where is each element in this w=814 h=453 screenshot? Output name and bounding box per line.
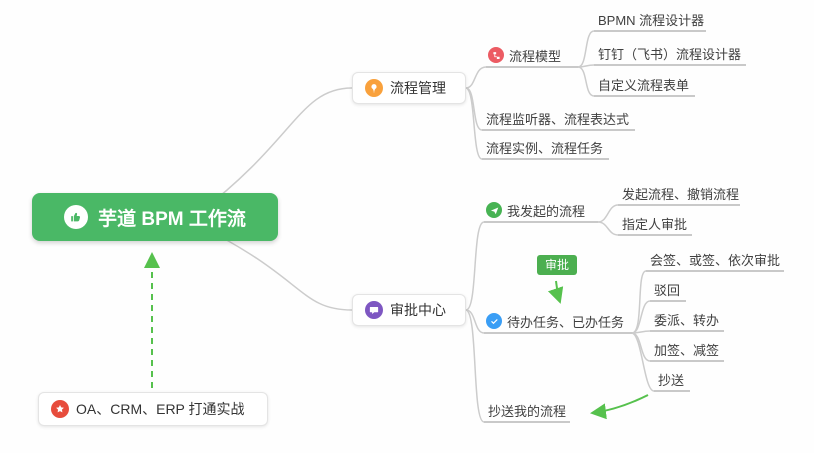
node-bpmn-designer[interactable]: BPMN 流程设计器 [598,9,704,29]
node-instance-task[interactable]: 流程实例、流程任务 [486,137,603,157]
node-label: 钉钉（飞书）流程设计器 [598,46,742,62]
node-assignee-approval[interactable]: 指定人审批 [622,213,687,233]
node-label: 我发起的流程 [507,203,586,219]
node-label: 指定人审批 [622,216,688,232]
node-initiate-revoke[interactable]: 发起流程、撤销流程 [622,183,739,203]
node-listener-expression[interactable]: 流程监听器、流程表达式 [486,108,629,128]
root-label: 芋道 BPM 工作流 [98,208,246,230]
node-label: 待办任务、已办任务 [507,314,625,330]
node-cc[interactable]: 抄送 [658,369,684,389]
approve-badge[interactable]: 审批 [537,255,578,275]
approve-flow-arrow [547,280,564,304]
node-label: 委派、转办 [654,312,720,328]
node-add-remove-sign[interactable]: 加签、减签 [654,339,719,359]
paper-plane-icon [486,202,502,218]
node-reject[interactable]: 驳回 [654,279,680,299]
branch-process-management[interactable]: 流程管理 [352,72,466,104]
flow-model-icon [488,47,504,63]
node-label: 流程实例、流程任务 [486,140,604,156]
node-my-initiated-flow[interactable]: 我发起的流程 [486,200,585,220]
badge-label: 审批 [545,258,570,272]
cc-flow-arrow [590,394,649,420]
node-label: 自定义流程表单 [598,77,690,93]
check-icon [486,313,502,329]
node-label: 抄送我的流程 [488,403,567,419]
node-cc-my-flow[interactable]: 抄送我的流程 [488,400,566,420]
branch-connectors [199,30,655,423]
lightbulb-icon [365,79,383,97]
node-label: 驳回 [654,282,681,298]
node-label: 发起流程、撤销流程 [622,186,740,202]
node-label: 抄送 [658,372,685,388]
node-countersign[interactable]: 会签、或签、依次审批 [650,249,780,269]
node-delegate-transfer[interactable]: 委派、转办 [654,309,719,329]
chat-bubble-icon [365,301,383,319]
footnote-label: OA、CRM、ERP 打通实战 [76,401,245,417]
thumbs-up-icon [64,205,89,229]
root-node[interactable]: 芋道 BPM 工作流 [32,193,278,241]
node-label: 流程监听器、流程表达式 [486,111,630,127]
node-label: 会签、或签、依次审批 [650,252,781,268]
node-label: BPMN 流程设计器 [598,12,705,28]
node-dingtalk-feishu-designer[interactable]: 钉钉（飞书）流程设计器 [598,43,741,63]
branch-approval-center[interactable]: 审批中心 [352,294,466,326]
star-icon [51,400,69,418]
footnote-node[interactable]: OA、CRM、ERP 打通实战 [38,392,268,426]
node-process-model[interactable]: 流程模型 [488,45,561,65]
node-underlines [482,30,784,423]
node-label: 加签、减签 [654,342,720,358]
branch-label: 审批中心 [390,302,446,318]
node-todo-done-tasks[interactable]: 待办任务、已办任务 [486,311,624,331]
node-label: 流程模型 [509,48,562,64]
branch-label: 流程管理 [390,80,446,96]
node-custom-form[interactable]: 自定义流程表单 [598,74,689,94]
flow-arrows [144,252,649,420]
